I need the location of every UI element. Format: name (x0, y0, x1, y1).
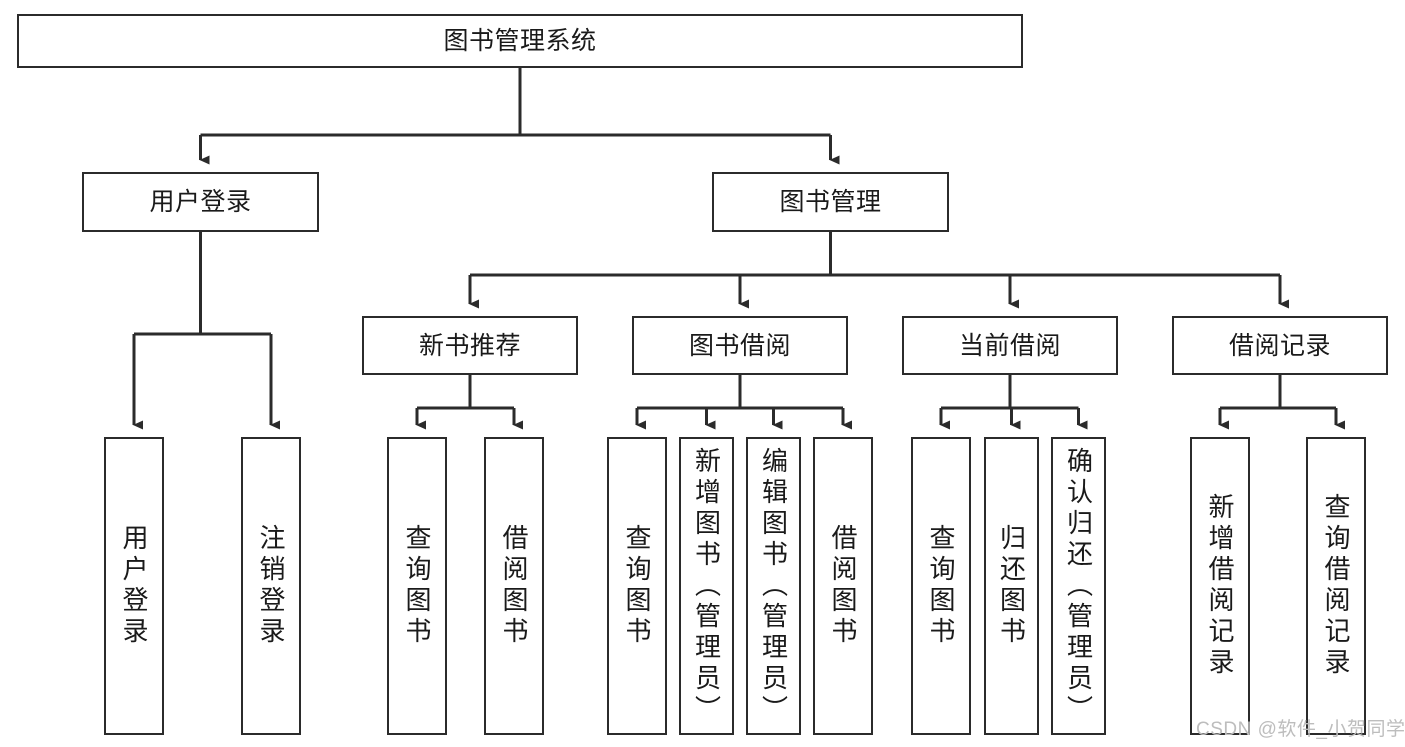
node-leaf-query-record: 查询借阅记录 (1306, 437, 1366, 735)
node-leaf-edit-book: 编辑图书（管理员） (746, 437, 801, 735)
node-book-borrow: 图书借阅 (632, 316, 848, 375)
node-leaf-logout: 注销登录 (241, 437, 301, 735)
node-leaf-add-record: 新增借阅记录 (1190, 437, 1250, 735)
node-label-leaf-query-book-1: 查询图书 (402, 524, 432, 648)
node-label-user-login: 用户登录 (149, 188, 252, 216)
node-leaf-confirm-return: 确认归还（管理员） (1051, 437, 1106, 735)
node-book-manage: 图书管理 (712, 172, 949, 232)
node-leaf-add-book: 新增图书（管理员） (679, 437, 734, 735)
node-label-root: 图书管理系统 (443, 27, 597, 55)
node-label-leaf-user-login: 用户登录 (119, 524, 149, 648)
node-label-book-manage: 图书管理 (779, 188, 882, 216)
node-label-leaf-edit-book: 编辑图书（管理员） (758, 446, 789, 726)
node-leaf-borrow-book-2: 借阅图书 (813, 437, 873, 735)
node-leaf-query-book-2: 查询图书 (607, 437, 667, 735)
node-label-current-borrow: 当前借阅 (958, 331, 1061, 360)
node-label-leaf-query-book-3: 查询图书 (926, 524, 956, 648)
node-leaf-borrow-book-1: 借阅图书 (484, 437, 544, 735)
node-label-book-borrow: 图书借阅 (688, 331, 791, 360)
node-label-leaf-confirm-return: 确认归还（管理员） (1063, 446, 1094, 726)
node-root: 图书管理系统 (17, 14, 1023, 68)
node-label-leaf-borrow-book-1: 借阅图书 (499, 524, 529, 648)
node-user-login: 用户登录 (82, 172, 319, 232)
node-label-leaf-return-book: 归还图书 (996, 524, 1027, 648)
node-new-book-recommend: 新书推荐 (362, 316, 578, 375)
node-label-leaf-borrow-book-2: 借阅图书 (828, 524, 858, 648)
node-label-new-book-recommend: 新书推荐 (418, 331, 521, 360)
node-label-borrow-record: 借阅记录 (1228, 331, 1331, 360)
node-label-leaf-query-record: 查询借阅记录 (1321, 493, 1351, 679)
node-borrow-record: 借阅记录 (1172, 316, 1388, 375)
node-label-leaf-add-book: 新增图书（管理员） (691, 446, 722, 726)
node-leaf-query-book-3: 查询图书 (911, 437, 971, 735)
node-leaf-query-book-1: 查询图书 (387, 437, 447, 735)
node-label-leaf-query-book-2: 查询图书 (622, 524, 652, 648)
node-leaf-user-login: 用户登录 (104, 437, 164, 735)
node-current-borrow: 当前借阅 (902, 316, 1118, 375)
node-label-leaf-logout: 注销登录 (256, 524, 286, 648)
node-label-leaf-add-record: 新增借阅记录 (1205, 493, 1235, 679)
node-leaf-return-book: 归还图书 (984, 437, 1039, 735)
